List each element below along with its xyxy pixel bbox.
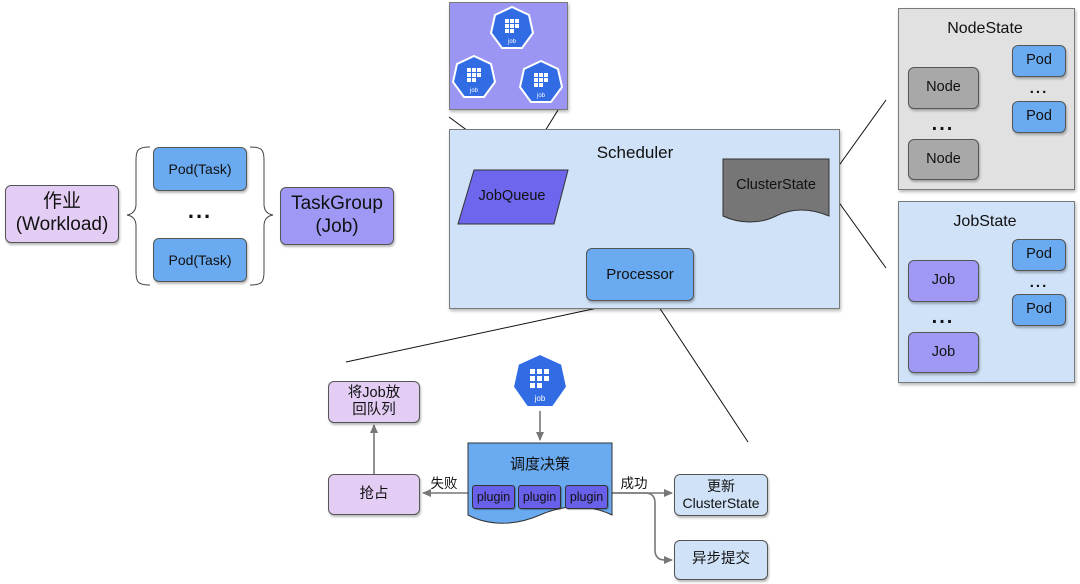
preempt-box[interactable]: 抢占 xyxy=(328,474,420,515)
jobqueue-label: JobQueue xyxy=(478,188,546,204)
nodestate-node-bottom-label: Node xyxy=(926,150,961,167)
decision-job-icon-text: job xyxy=(534,394,546,403)
update-clusterstate-box[interactable]: 更新 ClusterState xyxy=(674,474,768,516)
nodestate-node-top-label: Node xyxy=(926,79,961,96)
jobstate-job-top-label: Job xyxy=(931,272,956,289)
jobstate-pod-ellipsis: ... xyxy=(1029,274,1049,291)
nodestate-node-bottom[interactable]: Node xyxy=(908,139,979,180)
update-line2: ClusterState xyxy=(682,495,760,511)
nodestate-title: NodeState xyxy=(947,20,1023,37)
plugin-2[interactable]: plugin xyxy=(518,485,561,509)
task-pod-top[interactable]: Pod(Task) xyxy=(153,147,247,191)
success-label: 成功 xyxy=(620,476,648,491)
clusterstate-shape[interactable] xyxy=(722,158,832,226)
task-pod-bottom[interactable]: Pod(Task) xyxy=(153,238,247,282)
task-pod-top-label: Pod(Task) xyxy=(168,160,232,177)
nodestate-pod-ellipsis: ... xyxy=(1029,80,1049,97)
job-icon-top-text: job xyxy=(507,39,517,45)
plugin-3[interactable]: plugin xyxy=(565,485,608,509)
workload-box[interactable]: 作业 (Workload) xyxy=(5,185,119,243)
jobstate-job-bottom[interactable]: Job xyxy=(908,332,979,373)
jobstate-pod-bottom[interactable]: Pod xyxy=(1012,294,1066,326)
decision-title: 调度决策 xyxy=(509,456,570,473)
preempt-label: 抢占 xyxy=(359,485,389,502)
processor-box[interactable]: Processor xyxy=(586,248,694,301)
processor-label: Processor xyxy=(606,265,674,283)
scheduler-title: Scheduler xyxy=(596,143,674,162)
nodestate-pod-bottom[interactable]: Pod xyxy=(1012,101,1066,133)
jobstate-pod-bottom-label: Pod xyxy=(1026,301,1052,318)
requeue-box[interactable]: 将Job放 回队列 xyxy=(328,381,420,423)
taskgroup-box[interactable]: TaskGroup (Job) xyxy=(280,187,394,245)
task-right-brace xyxy=(249,146,274,286)
job-icon-top: job xyxy=(489,6,535,49)
nodestate-pod-bottom-label: Pod xyxy=(1026,108,1052,125)
plugin-1[interactable]: plugin xyxy=(472,485,515,509)
jobstate-job-top[interactable]: Job xyxy=(908,260,979,302)
nodestate-node-ellipsis: ... xyxy=(931,113,955,135)
requeue-line1: 将Job放 xyxy=(347,384,401,401)
task-ellipsis: ... xyxy=(187,198,213,223)
task-left-brace xyxy=(126,146,151,286)
update-line1: 更新 xyxy=(707,478,735,495)
nodestate-pod-top-label: Pod xyxy=(1026,52,1052,69)
workload-title: 作业 xyxy=(42,191,81,213)
job-icon-right: job xyxy=(518,60,564,103)
clusterstate-label: ClusterState xyxy=(736,177,816,193)
jobstate-job-ellipsis: ... xyxy=(931,306,955,328)
async-submit-label: 异步提交 xyxy=(692,551,750,568)
taskgroup-title: TaskGroup xyxy=(291,193,383,215)
task-pod-bottom-label: Pod(Task) xyxy=(168,251,232,268)
job-icon-left: job xyxy=(451,55,497,98)
jobstate-pod-top[interactable]: Pod xyxy=(1012,239,1066,271)
nodestate-node-top[interactable]: Node xyxy=(908,67,979,109)
job-icon-right-text: job xyxy=(536,93,546,99)
taskgroup-subtitle: (Job) xyxy=(315,216,359,237)
workload-subtitle: (Workload) xyxy=(15,214,109,235)
jobstate-title: JobState xyxy=(953,213,1017,230)
async-submit-box[interactable]: 异步提交 xyxy=(674,540,768,580)
jobstate-job-bottom-label: Job xyxy=(931,343,956,360)
jobqueue-shape[interactable] xyxy=(456,168,572,228)
fail-label: 失败 xyxy=(430,476,458,491)
decision-job-icon: job xyxy=(511,352,569,408)
jobstate-pod-top-label: Pod xyxy=(1026,246,1052,263)
nodestate-pod-top[interactable]: Pod xyxy=(1012,45,1066,77)
job-icon-left-text: job xyxy=(469,88,479,94)
requeue-line2: 回队列 xyxy=(352,402,396,418)
